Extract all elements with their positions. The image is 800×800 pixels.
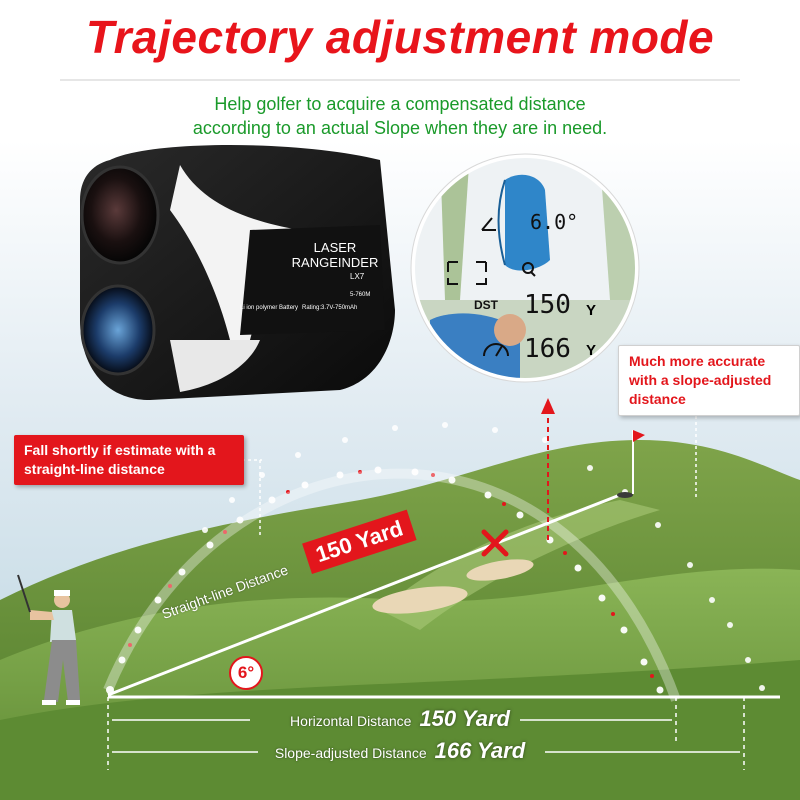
callout-straight-line: Fall shortly if estimate with a straight… (14, 435, 244, 485)
page-title: Trajectory adjustment mode (85, 11, 715, 63)
horizontal-distance-row: Horizontal Distance 150 Yard (0, 706, 800, 732)
lcd-angle-readout: 6.0° (530, 210, 579, 234)
subtitle-line-1: Help golfer to acquire a compensated dis… (214, 94, 586, 114)
lcd-unit-2: Y (586, 342, 597, 359)
slope-distance-row: Slope-adjusted Distance 166 Yard (0, 738, 800, 764)
lcd-distance-readout: 150 (524, 290, 571, 320)
device-brand-label: LASER RANGEINDER (291, 240, 379, 270)
horizontal-distance-value: 150 Yard (419, 706, 510, 731)
slope-distance-value: 166 Yard (434, 738, 526, 763)
miss-x-mark (481, 529, 509, 557)
angle-icon (481, 217, 496, 231)
golfer-figure (17, 574, 80, 705)
rangefinder-device (80, 145, 395, 400)
page-subtitle: Help golfer to acquire a compensated dis… (0, 92, 800, 140)
subtitle-line-2: according to an actual Slope when they a… (192, 118, 608, 138)
lcd-unit-1: Y (586, 302, 597, 319)
slope-angle-badge: 6° (229, 656, 263, 690)
callout-slope-adjusted: Much more accurate with a slope-adjusted… (618, 345, 800, 416)
lcd-adjusted-readout: 166 (524, 334, 571, 364)
magnify-icon (522, 262, 536, 277)
device-model-label: LX7 (350, 272, 365, 281)
horizontal-distance-label: Horizontal Distance (290, 713, 412, 729)
lcd-dst-label: DST (474, 298, 498, 312)
device-rating-label: Rating:3.7V-750mAh (302, 305, 358, 311)
device-spec-label: 5-760M (350, 292, 371, 298)
reticle-icon (447, 261, 487, 285)
device-battery-label: Li ion polymer Battery (240, 305, 299, 311)
slope-gauge-icon (483, 343, 509, 357)
slope-distance-label: Slope-adjusted Distance (274, 745, 427, 761)
